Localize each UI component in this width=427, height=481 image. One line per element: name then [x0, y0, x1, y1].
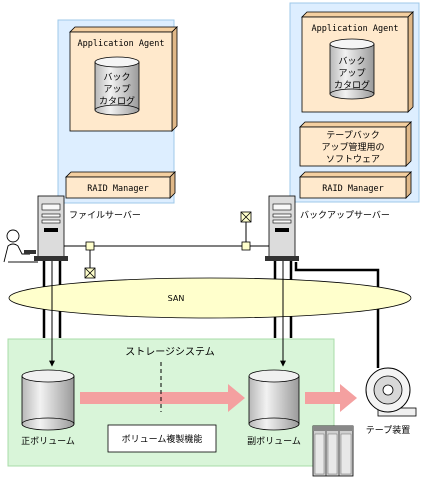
tape-software-line-3: ソフトウェア	[326, 154, 380, 165]
right-tape-software-box	[299, 121, 412, 167]
left-raid-manager-box	[65, 171, 176, 199]
replication-arrow	[80, 384, 245, 412]
tape-device-label: テープ装置	[366, 424, 410, 436]
right-agent-title: Application Agent	[312, 24, 399, 34]
right-catalog-line-2: アップ	[338, 68, 365, 79]
lan-node-right	[241, 241, 251, 251]
right-application-agent-box	[301, 11, 414, 113]
tape-software-line-1: テープバック	[326, 130, 379, 141]
right-raid-label: RAID Manager	[322, 184, 383, 194]
san-label: SAN	[168, 294, 185, 303]
tape-device-icon	[365, 367, 417, 417]
left-catalog-line-2: アップ	[103, 84, 130, 95]
san-ellipse	[8, 277, 412, 319]
replication-function-box	[107, 424, 217, 453]
primary-volume-cylinder	[21, 369, 75, 431]
file-server-label: ファイルサーバー	[69, 210, 141, 221]
right-catalog-line-1: バック	[338, 56, 365, 67]
left-catalog-line-1: バック	[103, 72, 130, 83]
user-icon	[3, 229, 38, 263]
secondary-volume-label: 副ボリューム	[247, 436, 301, 447]
lan-terminator-right	[240, 211, 252, 223]
storage-title: ストレージシステム	[125, 346, 215, 358]
backup-server-icon	[265, 195, 299, 261]
right-raid-manager-box	[299, 171, 412, 199]
left-agent-title: Application Agent	[78, 39, 165, 49]
right-catalog-cylinder	[329, 38, 375, 100]
secondary-volume-cylinder	[248, 369, 300, 431]
tape-cable	[294, 262, 380, 368]
lan-terminator-left	[84, 267, 96, 279]
storage-cabinet-icon	[312, 425, 354, 477]
tape-software-line-2: アップ管理用の	[321, 141, 384, 153]
file-server-icon	[34, 195, 68, 261]
primary-volume-label: 正ボリューム	[21, 436, 75, 447]
backup-server-label: バックアップサーバー	[300, 210, 390, 221]
left-raid-label: RAID Manager	[87, 184, 148, 194]
left-catalog-cylinder	[94, 56, 140, 116]
lan-node-left	[85, 241, 95, 251]
right-catalog-line-3: カタログ	[334, 79, 370, 91]
left-catalog-line-3: カタログ	[99, 95, 135, 107]
tape-transfer-arrow	[305, 384, 357, 412]
replication-function-label: ボリューム複製機能	[122, 433, 203, 445]
